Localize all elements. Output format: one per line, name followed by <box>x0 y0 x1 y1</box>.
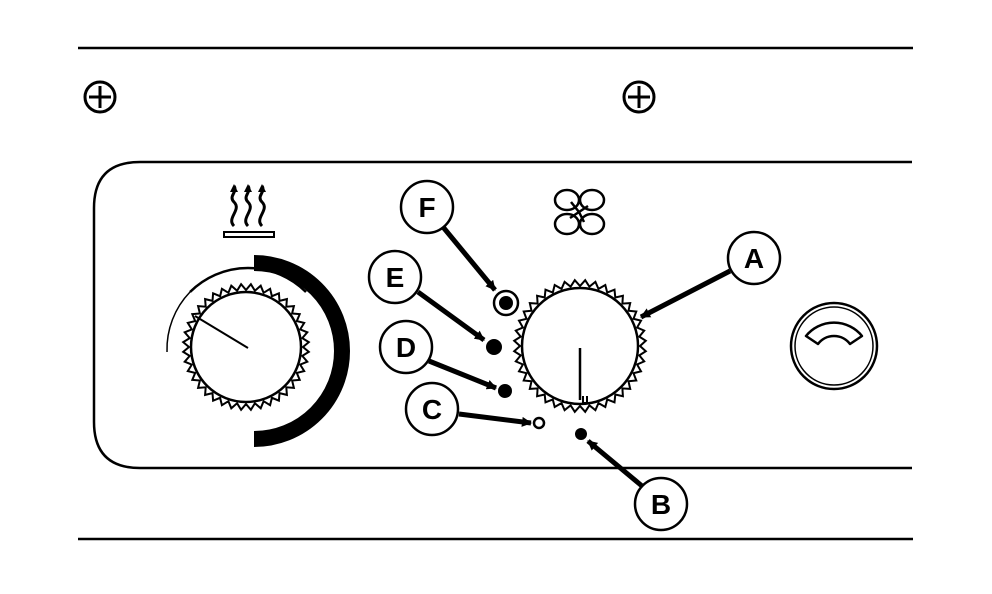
callout-b: B <box>633 476 689 532</box>
temperature-range-wedge <box>253 255 350 447</box>
indicator-light-d <box>498 384 512 398</box>
indicator-point-c <box>532 416 546 430</box>
gauge-icon <box>789 301 879 391</box>
callout-e: E <box>367 249 423 305</box>
leader-f <box>441 225 497 292</box>
callout-a: A <box>726 230 782 286</box>
fan-icon <box>553 188 606 236</box>
indicator-point-b <box>575 428 587 440</box>
leader-d <box>428 358 497 391</box>
temperature-range-arc <box>166 291 191 353</box>
callout-b-label: B <box>651 489 671 520</box>
heat-element-icon <box>223 184 275 238</box>
callout-d: D <box>378 319 434 375</box>
leader-c <box>458 411 532 427</box>
temperature-knob[interactable] <box>181 282 311 412</box>
callout-leaders <box>416 225 732 488</box>
callout-c: C <box>404 381 460 437</box>
fan-speed-knob-mark <box>582 396 591 404</box>
callout-f: F <box>399 179 455 235</box>
callout-c-label: C <box>422 394 442 425</box>
callout-f-label: F <box>418 192 435 223</box>
indicator-light-f <box>492 289 520 317</box>
temperature-range-arc <box>189 266 307 293</box>
leader-e <box>416 289 486 343</box>
callout-e-label: E <box>386 262 405 293</box>
fan-speed-knob[interactable] <box>512 278 648 414</box>
callout-d-label: D <box>396 332 416 363</box>
leader-a <box>639 268 732 320</box>
callout-a-label: A <box>744 243 764 274</box>
screw-icon <box>622 80 656 114</box>
temperature-knob-pointer <box>194 315 249 349</box>
indicator-light-e <box>486 339 502 355</box>
control-panel-outline <box>92 160 912 470</box>
screw-icon <box>83 80 117 114</box>
leader-b <box>586 439 644 488</box>
